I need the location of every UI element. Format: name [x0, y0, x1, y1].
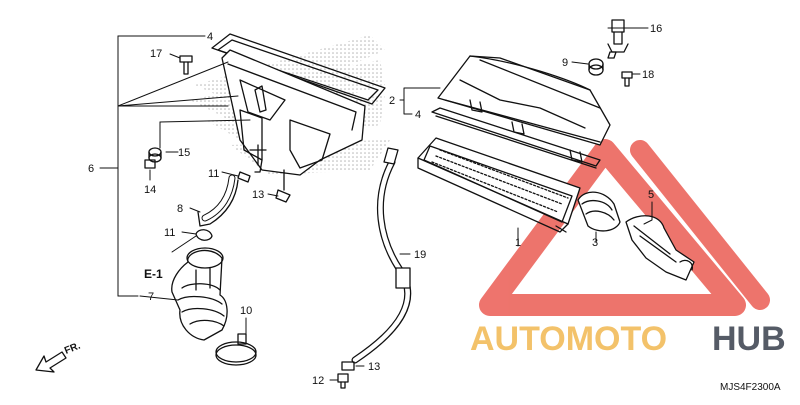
front-arrow-icon — [35, 351, 67, 373]
label-13-upper: 13 — [252, 189, 264, 201]
label-8: 8 — [177, 203, 183, 215]
clip-13-upper — [275, 169, 291, 203]
label-11-lower: 11 — [164, 227, 175, 239]
grommet-9 — [588, 58, 604, 76]
band-10 — [215, 333, 257, 366]
label-16: 16 — [650, 23, 662, 35]
diagram-code: MJS4F2300A — [720, 382, 781, 393]
hose-8 — [197, 174, 239, 227]
label-17: 17 — [150, 48, 162, 60]
drain-tube-19 — [351, 147, 412, 364]
label-9: 9 — [562, 57, 568, 69]
e1-leader — [171, 235, 197, 253]
air-cleaner-element-1 — [417, 137, 581, 233]
label-7: 7 — [148, 291, 154, 303]
part-labels: 4 17 6 15 14 11 8 13 11 7 10 16 9 18 2 4… — [63, 23, 781, 393]
gasket-right — [431, 107, 601, 169]
label-6: 6 — [88, 163, 94, 175]
air-cleaner-cover-2 — [437, 55, 611, 163]
breather-16 — [607, 19, 629, 59]
watermark-part2: HUB — [712, 320, 786, 358]
label-11-upper: 11 — [208, 168, 219, 180]
screw-18 — [621, 71, 633, 87]
label-4-upper: 4 — [207, 31, 213, 43]
screw-12 — [337, 373, 349, 389]
watermark-text: AUTOMOTO HUB — [470, 320, 786, 358]
gasket-top-left — [211, 33, 386, 105]
label-4-right: 4 — [415, 109, 421, 121]
clip-11-lower — [195, 229, 213, 241]
rubber-3 — [577, 191, 621, 232]
label-2: 2 — [389, 95, 395, 107]
leader-lines — [99, 27, 653, 381]
label-12: 12 — [312, 375, 324, 387]
clip-11-upper — [237, 171, 251, 183]
label-10: 10 — [240, 305, 252, 317]
label-14: 14 — [144, 184, 156, 196]
tube-5 — [625, 215, 695, 281]
label-15: 15 — [178, 147, 190, 159]
label-5: 5 — [648, 189, 654, 201]
watermark-triangle — [479, 139, 770, 316]
label-19: 19 — [414, 249, 426, 261]
collar-14 — [144, 159, 156, 169]
ref-e1-label: E-1 — [144, 267, 163, 281]
label-3: 3 — [592, 237, 598, 249]
clip-13-lower — [341, 361, 355, 371]
label-1: 1 — [515, 237, 521, 249]
air-cleaner-case-lower — [221, 49, 366, 176]
connecting-tube-7 — [171, 247, 228, 341]
watermark-part1: AUTOMOTO — [470, 320, 667, 358]
label-18: 18 — [642, 69, 654, 81]
label-13-lower: 13 — [368, 361, 380, 373]
bolt-17 — [179, 55, 193, 75]
front-direction-label: FR. — [63, 340, 82, 356]
